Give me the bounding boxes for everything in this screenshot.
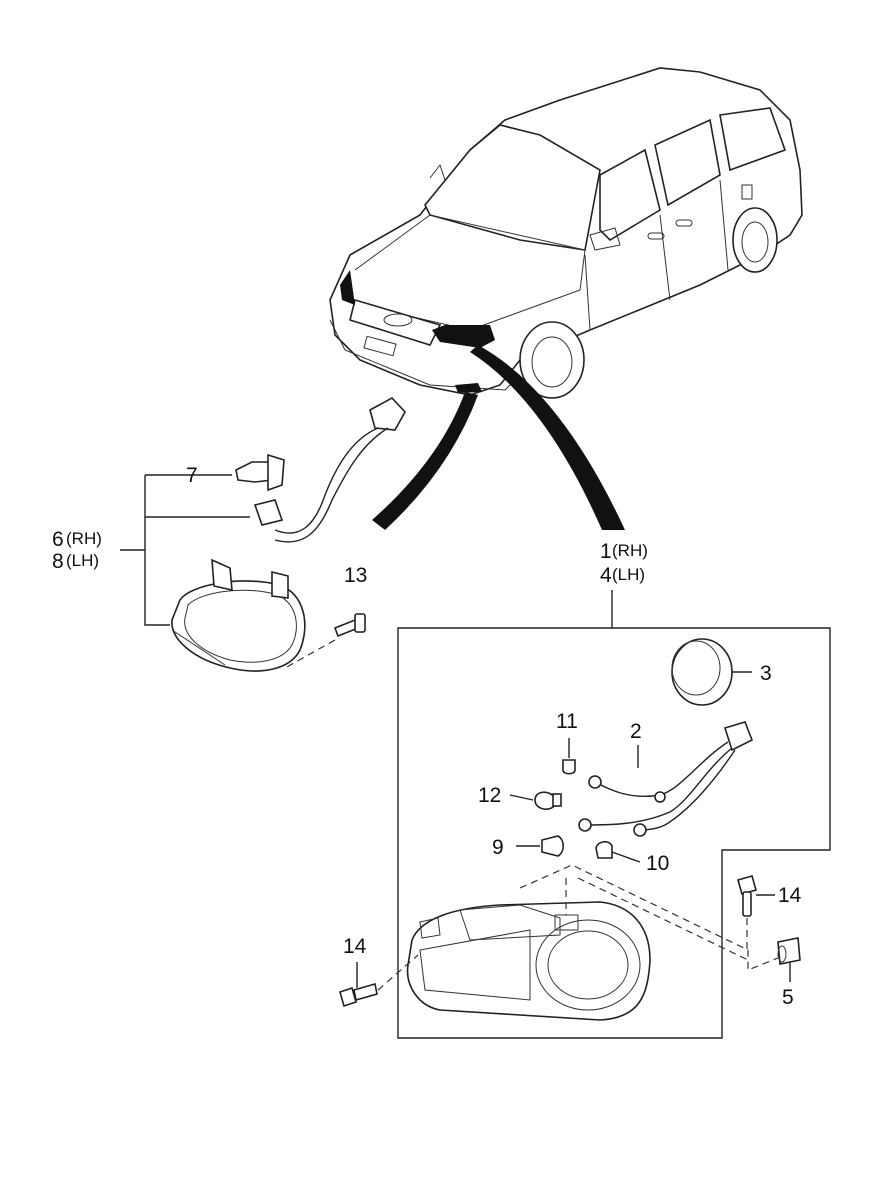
label-part-8-side: (LH)	[66, 551, 99, 570]
label-part-6-side: (RH)	[66, 529, 102, 548]
headlamp-assembly-icon	[406, 901, 651, 1021]
label-part-11: 11	[556, 710, 578, 733]
bulb-icon	[595, 840, 613, 859]
fog-lamp-icon	[171, 558, 306, 672]
wiring-harness-icon	[253, 396, 406, 543]
fog-lamp-group	[120, 396, 406, 672]
label-part-14-left: 14	[343, 935, 367, 958]
headlamp-group	[339, 590, 831, 1039]
label-part-13: 13	[344, 564, 367, 587]
label-part-1-side: (RH)	[612, 541, 648, 560]
label-part-4: 4	[600, 564, 612, 587]
bulb-icon	[235, 453, 285, 492]
label-part-5: 5	[782, 986, 794, 1009]
label-part-6: 6	[52, 528, 64, 551]
bulb-icon	[534, 791, 562, 810]
label-part-8: 8	[52, 550, 64, 573]
label-part-9: 9	[492, 836, 504, 859]
pointer-ribbon-headlamp	[470, 345, 625, 530]
bulb-icon	[541, 835, 565, 857]
bolt-icon	[737, 875, 757, 917]
bulb-icon	[562, 759, 576, 775]
label-part-7: 7	[186, 464, 198, 487]
label-part-14-right: 14	[778, 884, 802, 907]
pointer-ribbon-foglamp	[372, 392, 478, 530]
label-part-1: 1	[600, 540, 612, 563]
label-part-4-side: (LH)	[612, 565, 645, 584]
label-part-2: 2	[630, 720, 642, 743]
wiring-harness-icon	[578, 721, 754, 837]
grommet-icon	[777, 937, 801, 965]
bolt-icon	[333, 613, 366, 638]
label-part-3: 3	[760, 662, 772, 685]
minivan-illustration	[329, 67, 803, 399]
bolt-icon	[339, 982, 378, 1008]
dust-cap-icon	[671, 638, 733, 706]
label-part-12: 12	[478, 784, 501, 807]
label-part-10: 10	[646, 852, 669, 875]
